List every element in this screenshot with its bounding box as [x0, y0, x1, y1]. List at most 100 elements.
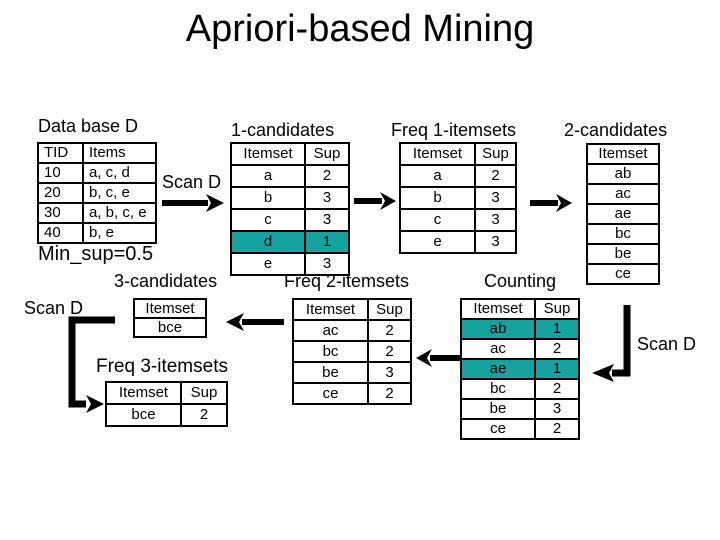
counting-to-f2-arrow-icon	[416, 349, 460, 367]
table-cell: bc	[460, 378, 536, 400]
table-cell: b, e	[82, 222, 157, 244]
table-cell: be	[292, 361, 369, 384]
slide-title: Apriori-based Mining	[185, 8, 535, 50]
scan-d-elbow-arrow-right-icon	[592, 305, 631, 382]
database-label: Data base D	[38, 116, 139, 136]
column-header: Sup	[304, 142, 350, 166]
table-cell: 2	[534, 418, 580, 440]
table-cell: 1	[304, 230, 350, 254]
column-header: Sup	[367, 298, 412, 321]
table-cell: a	[399, 164, 476, 188]
table-cell: e	[399, 230, 476, 254]
table-cell: 3	[534, 398, 580, 420]
table-cell: 40	[37, 222, 84, 244]
header-row: Itemset	[133, 298, 207, 319]
table-cell: 3	[304, 208, 350, 232]
scan-d-label-2: Scan D	[24, 298, 84, 318]
table-cell: 3	[367, 361, 412, 384]
header-row: Itemset	[586, 143, 660, 165]
table-cell: ce	[586, 263, 660, 285]
column-header: Itemset	[105, 381, 182, 405]
table-cell: b	[399, 186, 476, 210]
table-cell: bce	[105, 403, 182, 427]
table-cell: ab	[586, 163, 660, 185]
table-cell: ac	[292, 319, 369, 342]
freq-1-itemsets-label: Freq 1-itemsets	[391, 120, 517, 140]
table-cell: 1	[534, 318, 580, 340]
table-cell: 3	[474, 208, 517, 232]
table-cell: 2	[304, 164, 350, 188]
table-cell: bc	[586, 223, 660, 245]
table-cell: 2	[367, 382, 412, 405]
table-cell: bce	[133, 317, 207, 338]
table-cell: ce	[292, 382, 369, 405]
table-cell: b	[230, 186, 306, 210]
table-cell: bc	[292, 340, 369, 363]
table-cell: 3	[304, 186, 350, 210]
scan-d-arrow-icon	[162, 194, 224, 212]
table-cell: 2	[474, 164, 517, 188]
table-cell: ae	[586, 203, 660, 225]
table-row: ce	[586, 263, 660, 285]
table-row: bc	[586, 223, 660, 245]
table-cell: c	[230, 208, 306, 232]
column-header: Itemset	[230, 142, 306, 166]
table-cell: 3	[304, 252, 350, 276]
table-cell: c	[399, 208, 476, 232]
table-cell: be	[460, 398, 536, 420]
column-header: Itemset	[292, 298, 369, 321]
table-cell: 3	[474, 186, 517, 210]
column-header: Sup	[180, 381, 228, 405]
table-cell: 2	[367, 340, 412, 363]
table-row: ac	[586, 183, 660, 205]
table-row: ab	[586, 163, 660, 185]
column-header: Itemset	[133, 298, 207, 319]
min-sup-label: Min_sup=0.5	[38, 243, 154, 265]
c1-to-f1-arrow-icon	[354, 192, 396, 210]
scan-d-elbow-arrow-left-icon	[68, 316, 115, 413]
table-row: ae	[586, 203, 660, 225]
table-cell: a, c, d	[82, 162, 157, 184]
table-cell: d	[230, 230, 306, 254]
f2-to-c3-arrow-icon	[226, 313, 284, 331]
table-cell: 2	[534, 338, 580, 360]
table-cell: ac	[586, 183, 660, 205]
freq-2-itemsets-label: Freq 2-itemsets	[284, 271, 410, 291]
column-header: Itemset	[586, 143, 660, 165]
table-cell: 2	[534, 378, 580, 400]
table-cell: ae	[460, 358, 536, 380]
